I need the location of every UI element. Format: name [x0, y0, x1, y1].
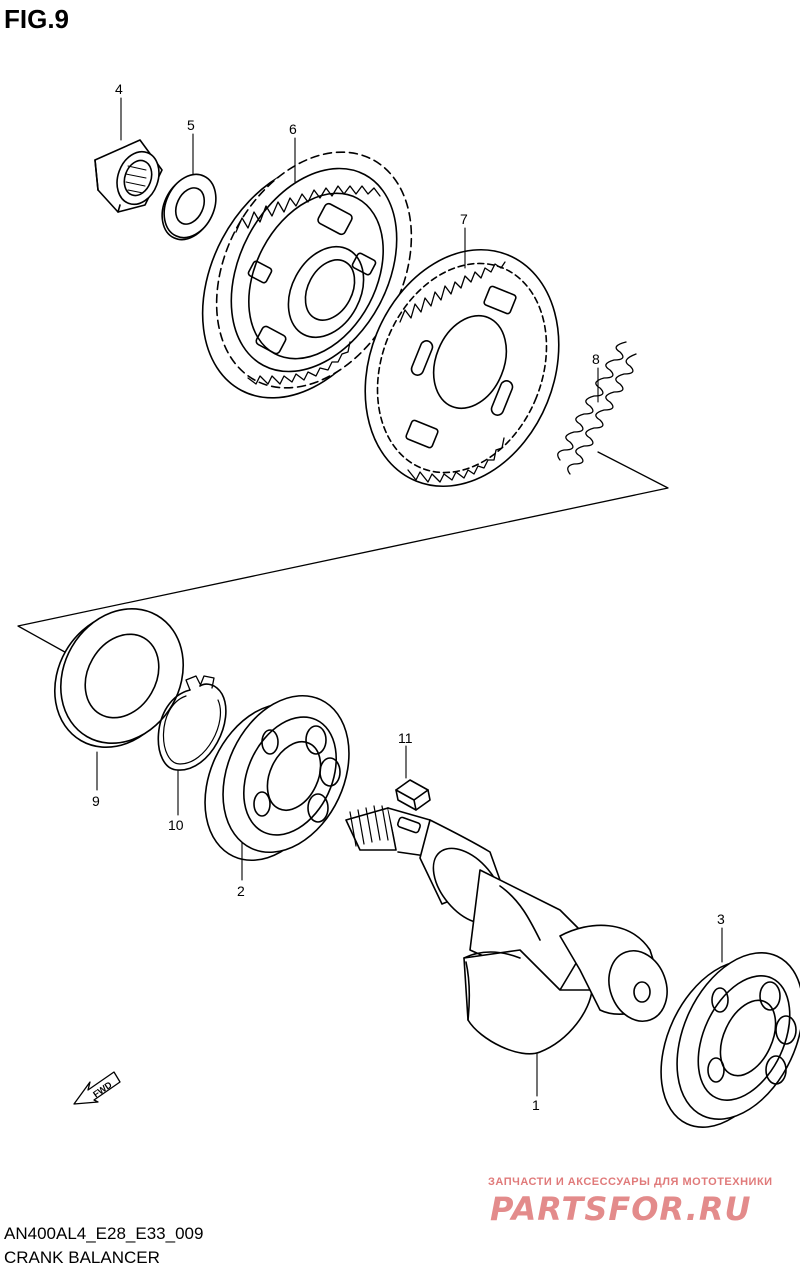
part-number-4: 4	[115, 81, 123, 97]
part-number-5: 5	[187, 117, 195, 133]
bearing-part-2	[204, 694, 350, 862]
part-number-6: 6	[289, 121, 297, 137]
bearing-part-3	[660, 952, 800, 1128]
driven-gear-part	[201, 151, 413, 399]
part-number-7: 7	[460, 211, 468, 227]
part-number-11: 11	[398, 730, 413, 746]
leader-lines	[96, 97, 723, 1097]
scissor-gear-part	[364, 248, 560, 488]
washer-part-5	[161, 173, 217, 241]
part-number-9: 9	[92, 793, 100, 809]
diagram-caption: CRANK BALANCER	[4, 1248, 160, 1267]
part-number-8: 8	[592, 351, 600, 367]
circlip-part	[157, 675, 227, 771]
part-number-10: 10	[168, 817, 184, 833]
key-part	[395, 779, 431, 811]
part-number-2: 2	[237, 883, 245, 899]
fwd-arrow-icon: FWD	[73, 1071, 121, 1105]
part-number-3: 3	[717, 911, 725, 927]
watermark-tagline: ЗАПЧАСТИ И АКСЕССУАРЫ ДЛЯ МОТОТЕХНИКИ	[488, 1176, 773, 1188]
figure-title: FIG.9	[4, 4, 70, 34]
nut-part	[94, 139, 163, 213]
balancer-shaft-part	[345, 805, 668, 1055]
spring-part	[557, 341, 637, 475]
diagram-code: AN400AL4_E28_E33_009	[4, 1224, 204, 1243]
washer-part-9	[53, 607, 185, 749]
watermark-brand: PARTSFOR.RU	[490, 1190, 752, 1228]
part-number-1: 1	[532, 1097, 540, 1113]
assembly-guide-line	[17, 451, 669, 657]
